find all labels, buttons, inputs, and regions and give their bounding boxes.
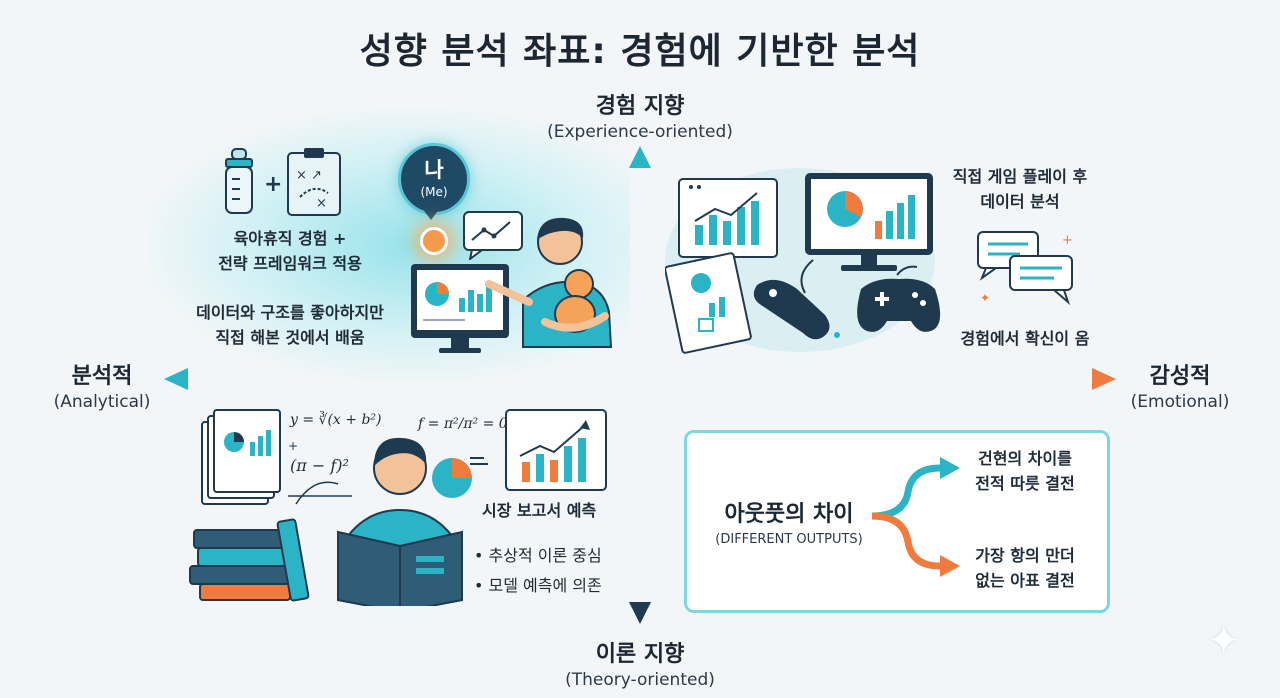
outputs-lower-line2: 없는 아표 결전: [975, 571, 1075, 590]
me-position-dot: [420, 227, 448, 255]
vr-controller-icon: [753, 279, 840, 340]
theory-bullet-1: • 추상적 이론 중심: [474, 546, 602, 565]
chart-speech-bubble-icon: [463, 211, 523, 260]
axis-right-ko: 감성적: [1149, 364, 1211, 389]
gamepad-icon: [857, 278, 941, 332]
axis-bottom-ko: 이론 지향: [595, 642, 685, 667]
outputs-upper-line2: 전적 따릇 결전: [975, 474, 1075, 493]
bar-chart-document-icon: [678, 178, 778, 258]
upper-arrowhead-icon: [940, 457, 960, 479]
axis-right-en: (Emotional): [1130, 392, 1230, 412]
cable-line-2: [896, 265, 918, 276]
game-play-line1: 직접 게임 플레이 후: [952, 167, 1088, 186]
theory-study-illustration: +: [189, 409, 607, 606]
axis-top-en: (Experience-oriented): [547, 122, 733, 142]
baby-bottle-plus-clipboard-illustration: + × ↗ ×: [225, 148, 341, 216]
parental-leave-line2: 전략 프레임워크 적용: [218, 254, 362, 273]
report-papers-icon: [665, 252, 752, 354]
book-stack-icon: [189, 518, 310, 602]
outputs-main-en: (DIFFERENT OUTPUTS): [715, 532, 863, 547]
outputs-upper-text: 건현의 차이를 전적 따릇 결전: [960, 446, 1090, 496]
market-report-text: 시장 보고서 예측: [482, 501, 597, 520]
outputs-lower-text: 가장 항의 만더 없는 아표 결전: [960, 543, 1090, 593]
sparkle-icon: ✦: [1207, 618, 1241, 664]
chat-bubbles-icon: + ✦: [977, 231, 1073, 306]
plus-sign-icon: +: [264, 172, 282, 197]
formula-3: (π − f)²: [290, 456, 349, 475]
cable-line: [800, 259, 814, 294]
upper-branch-arrow: [871, 464, 941, 520]
svg-text:+: +: [288, 439, 298, 453]
lower-branch-arrow: [871, 512, 941, 570]
game-data-analysis-illustration: [665, 168, 941, 354]
growth-chart-icon: [505, 409, 607, 491]
outputs-main-ko: 아웃풋의 차이: [724, 502, 854, 527]
down-arrow-icon: [629, 602, 651, 624]
confidence-line: 경험에서 확신이 옴: [960, 329, 1090, 348]
data-structure-line2: 직접 해본 것에서 배움: [215, 328, 365, 347]
right-arrow-icon: [1092, 368, 1116, 390]
report-stack-icon: [201, 409, 281, 505]
svg-text:+: +: [1062, 233, 1073, 248]
up-arrow-icon: [629, 146, 651, 168]
data-structure-text: 데이터와 구조를 좋아하지만 직접 해본 것에서 배움: [165, 300, 415, 350]
page-title: 성향 분석 좌표: 경험에 기반한 분석: [359, 31, 921, 72]
axis-left-ko: 분석적: [71, 364, 133, 389]
branching-arrows: [871, 457, 960, 577]
formula-1: y = ∛(x + b²): [290, 412, 382, 428]
theory-bullet-2: • 모델 예측에 의존: [474, 576, 602, 595]
data-structure-line1: 데이터와 구조를 좋아하지만: [196, 303, 384, 322]
pie-chart-icon: [432, 457, 488, 498]
dashboard-monitor-icon: [805, 173, 933, 271]
game-play-line2: 데이터 분석: [980, 192, 1060, 211]
axis-left-en: (Analytical): [53, 392, 151, 412]
outputs-lower-line1: 가장 항의 만더: [975, 546, 1075, 565]
student-reading-icon: [337, 437, 463, 606]
graph-sketch-icon: +: [288, 439, 352, 505]
svg-text:✦: ✦: [980, 291, 990, 305]
game-play-text: 직접 게임 플레이 후 데이터 분석: [920, 164, 1120, 214]
strategy-clipboard-icon: × ↗ ×: [287, 148, 341, 216]
svg-text:× ↗: × ↗: [296, 168, 322, 183]
axis-label-right: 감성적 (Emotional): [1110, 358, 1250, 412]
outputs-upper-line1: 건현의 차이를: [978, 449, 1072, 468]
outputs-main-label: 아웃풋의 차이 (DIFFERENT OUTPUTS): [700, 496, 878, 547]
presentation-monitor-icon: [411, 264, 509, 353]
me-marker-ko: 나: [424, 158, 444, 182]
left-arrow-icon: [164, 368, 188, 390]
lower-arrowhead-icon: [940, 555, 960, 577]
me-marker-en: (Me): [420, 185, 448, 199]
baby-bottle-icon: [225, 148, 253, 214]
axis-bottom-en: (Theory-oriented): [565, 670, 715, 690]
svg-text:×: ×: [316, 196, 327, 211]
formula-2: f = π²/π² = 0: [418, 416, 508, 432]
axis-label-bottom: 이론 지향 (Theory-oriented): [520, 636, 760, 690]
axis-label-left: 분석적 (Analytical): [32, 358, 172, 412]
axis-top-ko: 경험 지향: [595, 94, 685, 119]
parental-leave-text: 육아휴직 경험 + 전략 프레임워크 적용: [190, 226, 390, 276]
father-with-baby-presenting-illustration: [411, 217, 613, 353]
theory-bullets: • 추상적 이론 중심 • 모델 예측에 의존: [474, 541, 634, 601]
baby-icon: [541, 269, 609, 333]
parental-leave-line1: 육아휴직 경험 +: [233, 229, 347, 248]
axis-label-top: 경험 지향 (Experience-oriented): [520, 88, 760, 142]
confidence-text: 경험에서 확신이 옴: [930, 326, 1120, 351]
me-marker-pin-tip: [419, 204, 443, 220]
